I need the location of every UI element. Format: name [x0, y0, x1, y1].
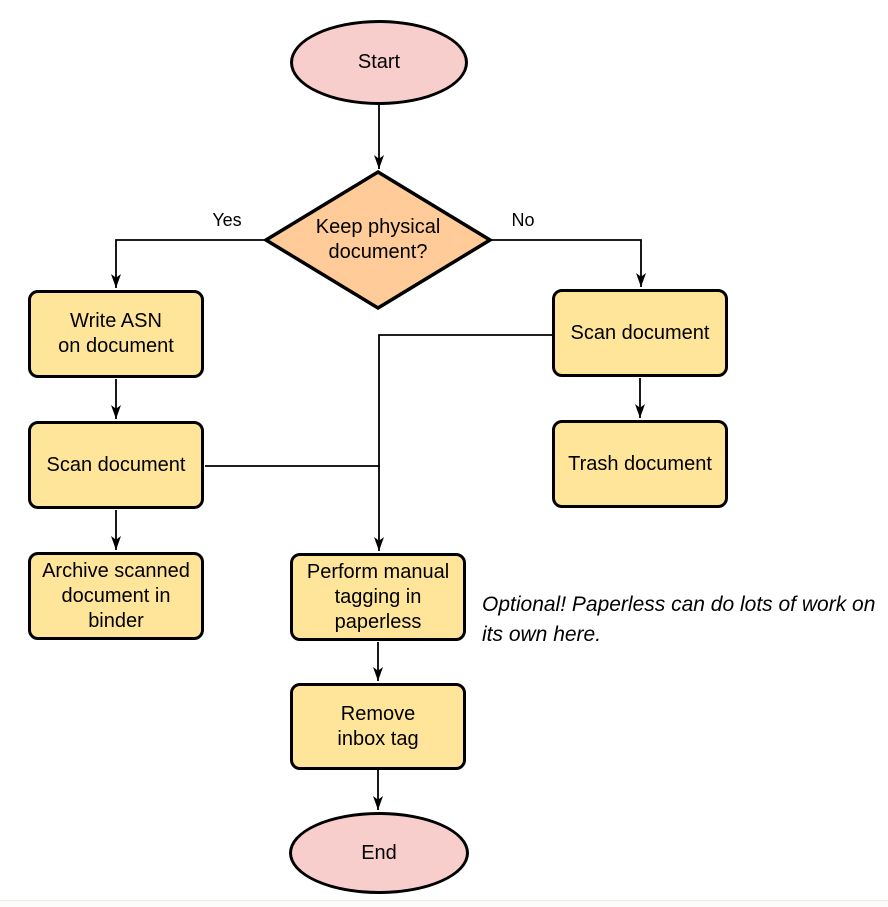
- node-manual-tagging: Perform manual tagging in paperless: [290, 553, 466, 641]
- node-trash-document: Trash document: [552, 420, 728, 508]
- bottom-divider-line: [0, 900, 888, 901]
- edge-decision-yes: [111, 239, 266, 288]
- node-end: End: [289, 812, 469, 894]
- decision-diamond-shape: [263, 169, 493, 311]
- annotation-optional-note: Optional! Paperless can do lots of work …: [482, 593, 876, 646]
- bottom-strip: [0, 901, 888, 907]
- edge-scanright-to-tagging: [374, 334, 552, 551]
- node-start: Start: [290, 20, 468, 105]
- node-write-asn: Write ASN on document: [28, 290, 204, 378]
- node-decision: Keep physical document?: [263, 169, 493, 311]
- node-scan-document-left: Scan document: [28, 421, 204, 509]
- edge-label-no: No: [511, 210, 535, 230]
- edge-decision-no: [490, 239, 646, 287]
- node-scan-document-right: Scan document: [552, 289, 728, 377]
- node-decision-label: Keep physical document?: [315, 216, 441, 263]
- node-remove-inbox-tag: Remove inbox tag: [290, 683, 466, 770]
- node-archive-binder: Archive scanned document in binder: [28, 552, 204, 640]
- edge-label-yes: Yes: [212, 210, 242, 230]
